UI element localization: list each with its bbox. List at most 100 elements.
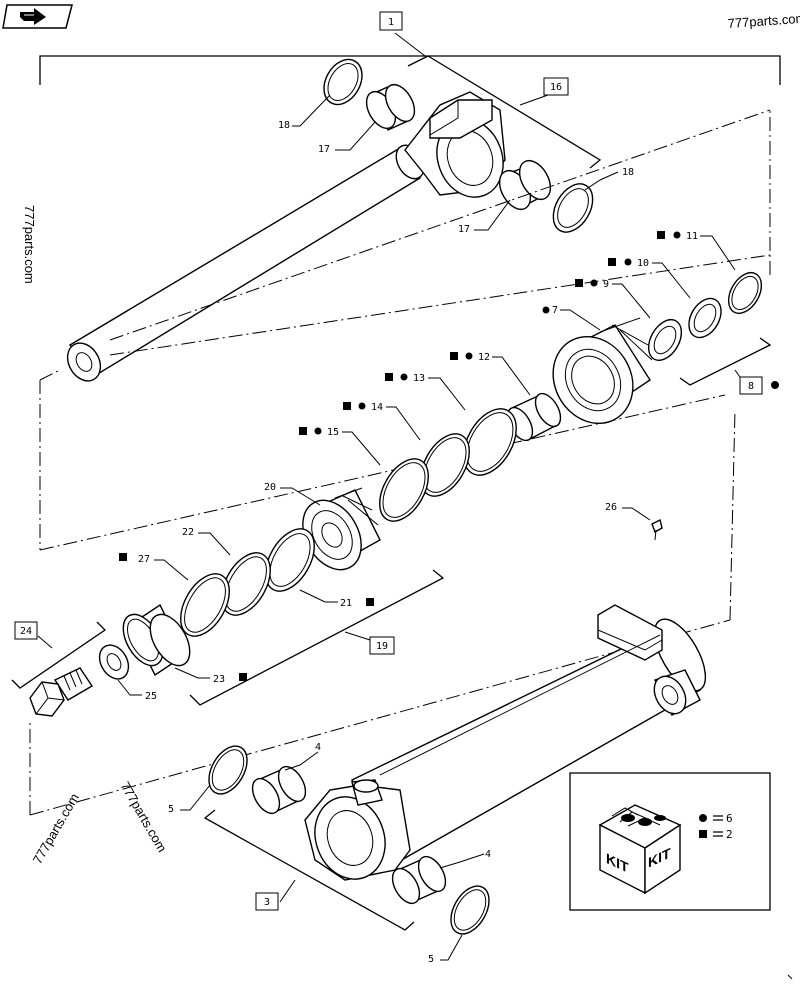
ring-5-lower [450,885,490,935]
o-ring-15 [379,458,429,522]
watermark-left-rotated: 777parts.com [22,205,37,284]
bracket-item-3 [203,809,415,931]
legend-square-value: 2 [726,828,733,841]
washer-25 [98,644,130,680]
callout-7: 7 [542,305,601,331]
svg-text:26: 26 [605,502,617,513]
svg-text:10: 10 [637,258,649,269]
cylinder-base-eye [304,779,411,881]
callout-5-upper: 5 [168,784,211,815]
callout-19-label: 19 [376,641,388,652]
svg-text:21: 21 [340,598,352,609]
piston-rod [66,144,425,382]
seal-10 [688,297,722,339]
callout-20: 20 [264,482,321,506]
callout-9: 9 [575,279,651,319]
bushing-4-upper [251,765,307,815]
gland-7 [552,317,653,425]
assembly-line-upper [39,109,771,551]
bracket-item-1 [39,32,781,85]
callout-box-1[interactable]: 1 [379,11,403,31]
callout-23: 23 [174,667,247,685]
watermark-top-right: 777parts.com [727,11,800,31]
callout-4-upper: 4 [284,742,321,771]
svg-text:7: 7 [552,305,558,316]
svg-text:18: 18 [278,120,290,131]
wear-ring-23 [122,603,191,677]
svg-text:20: 20 [264,482,276,493]
callout-box-19[interactable]: 19 [369,636,395,655]
o-ring-13 [463,408,517,476]
callout-27: 27 [119,553,189,581]
bracket-item-19 [189,569,445,706]
callout-box-3[interactable]: 3 [255,892,279,911]
bushing-17-upper [365,83,416,131]
svg-text:4: 4 [485,849,491,860]
ring-5-upper [208,745,248,795]
svg-text:4: 4 [315,742,321,753]
svg-text:17: 17 [458,224,470,235]
bolt-24 [29,667,93,717]
ring-21 [265,528,315,592]
kit-legend-box: KIT KIT 6 2 [569,772,771,911]
svg-text:27: 27 [138,554,150,565]
ring-18-upper [323,58,363,106]
leader-16 [519,94,549,106]
callout-5-lower: 5 [428,934,463,965]
leader-24 [37,635,53,649]
svg-text:15: 15 [327,427,339,438]
callout-3-label: 3 [264,897,270,908]
assembly-axis [109,254,771,356]
svg-text:13: 13 [413,373,425,384]
callout-4-lower: 4 [439,849,491,869]
grease-fitting-26 [651,518,663,541]
o-ring-14 [420,433,470,497]
kit-circle-marker-8 [771,381,779,389]
svg-text:5: 5 [428,954,434,965]
svg-text:17: 17 [318,144,330,155]
callout-box-16[interactable]: 16 [543,77,569,96]
svg-text:5: 5 [168,804,174,815]
svg-text:23: 23 [213,674,225,685]
callout-17-lower: 17 [458,199,511,235]
corner-mark [787,974,793,980]
callout-box-8[interactable]: 8 [739,376,763,395]
callout-15: 15 [299,427,381,466]
bracket-item-24 [11,621,107,689]
svg-text:14: 14 [371,402,383,413]
leader-3 [279,879,296,903]
callout-12: 12 [450,352,531,396]
ring-18-lower [552,183,594,233]
rod-eye [404,91,506,198]
svg-text:22: 22 [182,527,194,538]
navigate-arrow-icon[interactable] [2,4,73,29]
ring-27 [180,573,230,637]
watermark-bottom-left-2: 777parts.com [117,779,169,855]
svg-text:18: 18 [622,167,634,178]
callout-10: 10 [608,258,691,299]
callout-18-lower: 18 [584,167,634,191]
callout-22: 22 [182,527,231,556]
bracket-item-16 [407,55,602,169]
callout-8-label: 8 [748,381,754,392]
svg-text:25: 25 [145,691,157,702]
legend-circle-value: 6 [726,812,733,825]
seal-11 [727,272,763,314]
callout-24-label: 24 [20,626,32,637]
legend-circle-marker [699,814,707,822]
piston-20 [302,487,381,571]
callout-18-upper: 18 [278,94,331,131]
callout-box-24[interactable]: 24 [14,621,38,640]
seal-9 [647,319,683,361]
callout-21: 21 [299,589,374,609]
ring-22 [221,552,271,616]
callout-26: 26 [605,502,651,521]
callout-25: 25 [117,679,157,702]
callout-1-label: 1 [388,17,394,28]
callout-16-label: 16 [550,82,562,93]
svg-text:12: 12 [478,352,490,363]
callout-14: 14 [343,402,421,441]
callout-17-upper: 17 [318,121,376,155]
leader-19 [344,631,371,641]
